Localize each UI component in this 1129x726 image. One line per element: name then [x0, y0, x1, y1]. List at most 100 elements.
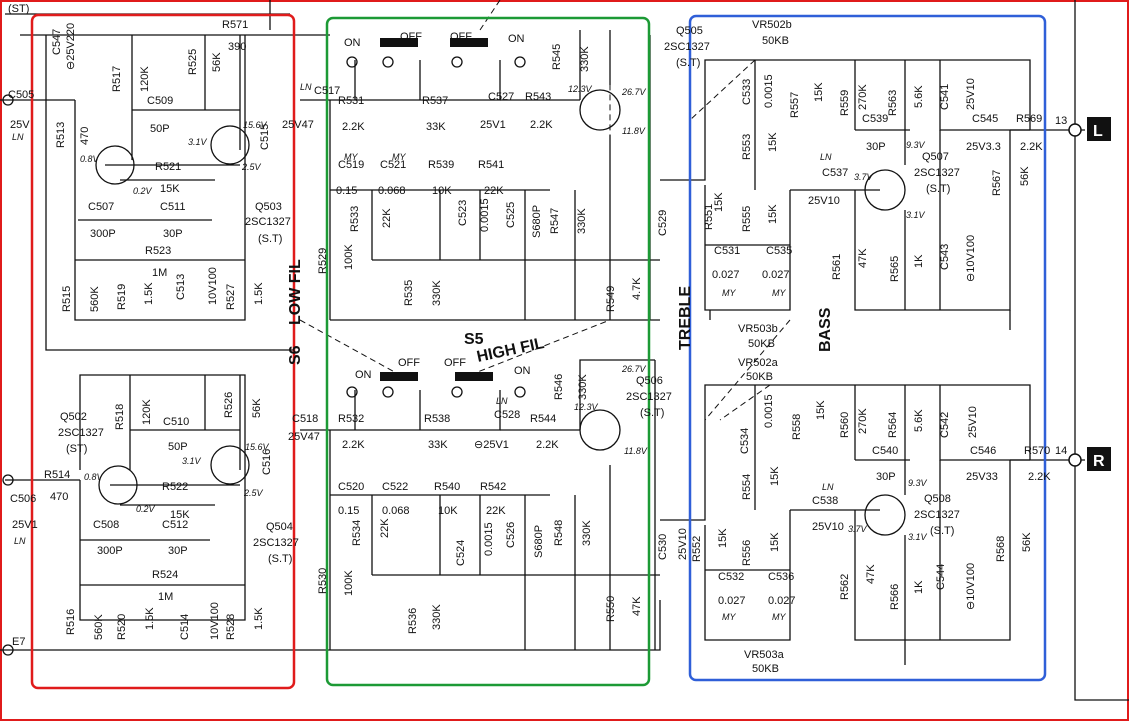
value-r557: 15K: [813, 82, 825, 102]
label-r531: R531: [338, 95, 364, 107]
label-c505: C505: [8, 89, 34, 101]
label-my-c531: MY: [722, 288, 736, 298]
label-output-13: 13: [1055, 115, 1067, 127]
label-r539: R539: [428, 159, 454, 171]
value-c506: 25V1: [12, 519, 38, 531]
labels: (ST) R571 390 C547 ⊖25V220 C505 25V LN R…: [8, 3, 1105, 675]
value-r565: 1K: [913, 254, 925, 268]
value-r513: 470: [79, 127, 91, 145]
label-r548: R548: [553, 520, 565, 546]
value-r527: 1.5K: [253, 282, 265, 305]
switch-s6-upper-lever: [380, 38, 418, 47]
volt-q504-base: 3.1V: [182, 456, 202, 466]
value-r533: 22K: [381, 208, 393, 228]
label-r518: R518: [114, 404, 126, 430]
label-r554: R554: [741, 474, 753, 500]
value-c532: 0.027: [718, 595, 746, 607]
value-c509: 50P: [150, 123, 170, 135]
type-q502: 2SC1327: [58, 427, 104, 439]
label-q502: Q502: [60, 411, 87, 423]
value-c539: 30P: [866, 141, 886, 153]
label-c507: C507: [88, 201, 114, 213]
label-off-1: OFF: [400, 31, 422, 43]
value-c514: 10V100: [209, 602, 221, 640]
value-r529: 100K: [343, 244, 355, 270]
label-r544: R544: [530, 413, 556, 425]
label-c512: C512: [162, 519, 188, 531]
label-c532: C532: [718, 571, 744, 583]
label-c515: C515: [259, 124, 271, 150]
value-c540: 30P: [876, 471, 896, 483]
label-r532: R532: [338, 413, 364, 425]
label-c509: C509: [147, 95, 173, 107]
label-c520: C520: [338, 481, 364, 493]
value-vr503a: 50KB: [752, 663, 779, 675]
value-vr502b: 50KB: [762, 35, 789, 47]
value-r571: 390: [228, 41, 246, 53]
value-c521: 0.068: [378, 185, 406, 197]
label-r543: R543: [525, 91, 551, 103]
label-c527: C527: [488, 91, 514, 103]
value-c545: 25V3.3: [966, 141, 1001, 153]
label-c526: C526: [505, 522, 517, 548]
label-r516: R516: [65, 609, 77, 635]
value-vr503b: 50KB: [748, 338, 775, 350]
label-c547: C547: [51, 29, 63, 55]
label-c535: C535: [766, 245, 792, 257]
label-c508: C508: [93, 519, 119, 531]
value-r525: 56K: [211, 52, 223, 72]
value-vr502a: 50KB: [746, 371, 773, 383]
value-r564: 5.6K: [913, 409, 925, 432]
label-c524: C524: [455, 540, 467, 566]
label-vr502a: VR502a: [738, 357, 779, 369]
value-c520: 0.15: [338, 505, 359, 517]
label-r533: R533: [349, 206, 361, 232]
label-c523: C523: [457, 200, 469, 226]
label-r547: R547: [549, 208, 561, 234]
value-c512: 30P: [168, 545, 188, 557]
value-r534: 22K: [379, 518, 391, 538]
transistor-q507: [864, 169, 906, 211]
suffix-q503: (S.T): [258, 233, 282, 245]
label-r519: R519: [116, 284, 128, 310]
transistor-q508: [864, 494, 906, 536]
label-vr502b: VR502b: [752, 19, 792, 31]
output-R-badge: [1087, 447, 1111, 471]
transistor-q503: [210, 125, 250, 165]
label-r534: R534: [351, 520, 363, 546]
label-high-fil: HIGH FIL: [475, 335, 546, 366]
value-r551: 15K: [713, 192, 725, 212]
label-c546: C546: [970, 445, 996, 457]
label-r569: R569: [1016, 113, 1042, 125]
label-r565: R565: [889, 256, 901, 282]
label-ln-c528: LN: [496, 396, 508, 406]
value-r538: 33K: [428, 439, 448, 451]
value-r517: 120K: [139, 66, 151, 92]
label-my-c519: MY: [344, 152, 358, 162]
transistor-q502: [98, 465, 138, 505]
label-r552: R552: [691, 536, 703, 562]
value-r535: 330K: [431, 280, 443, 306]
value-c537: 25V10: [808, 195, 840, 207]
value-r562: 47K: [865, 564, 877, 584]
label-c522: C522: [382, 481, 408, 493]
label-c529: C529: [657, 210, 669, 236]
label-c513: C513: [175, 274, 187, 300]
value-c527: 25V1: [480, 119, 506, 131]
label-r555: R555: [741, 206, 753, 232]
label-c510: C510: [163, 416, 189, 428]
value-c523: 0.0015: [479, 198, 491, 232]
label-q503: Q503: [255, 201, 282, 213]
label-r535: R535: [403, 280, 415, 306]
volt-q506-base: 12.3V: [574, 402, 599, 412]
region-tone-control: [688, 14, 1047, 682]
label-c531: C531: [714, 245, 740, 257]
switch-s5-upper-lever: [450, 38, 488, 47]
value-r553: 15K: [767, 132, 779, 152]
region-low-filter: [30, 13, 296, 690]
value-c517: 25V47: [282, 119, 314, 131]
label-c530: C530: [657, 534, 669, 560]
label-ln-c505: LN: [12, 132, 24, 142]
volt-q507-base: 3.7V: [854, 172, 874, 182]
value-r516: 560K: [93, 614, 105, 640]
